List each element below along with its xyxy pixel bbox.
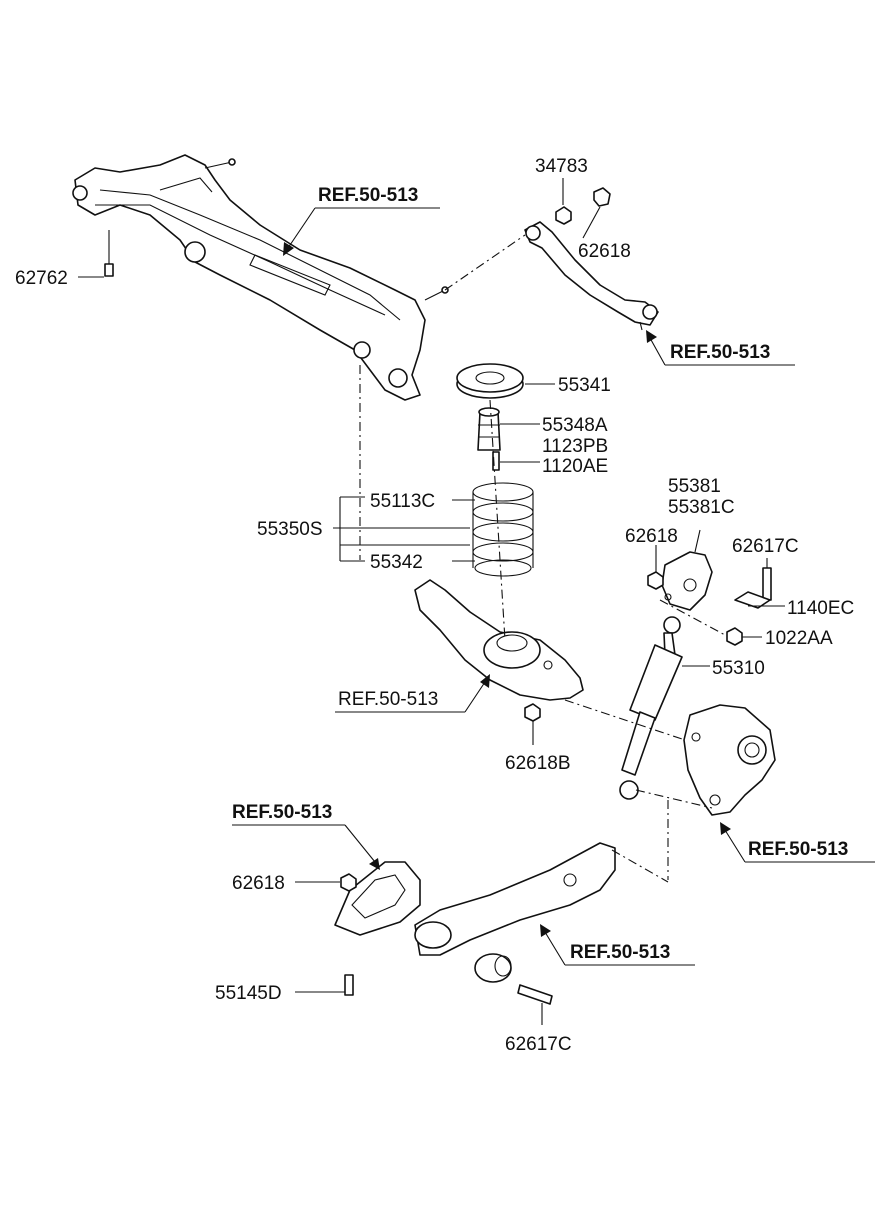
nut-62618-top — [593, 187, 611, 207]
coil-spring-55113C — [472, 482, 534, 577]
label-62617C-top: 62617C — [732, 536, 799, 557]
upper-control-arm — [524, 221, 659, 331]
nut-34783 — [555, 206, 572, 225]
bolt-62617C-top — [762, 567, 772, 601]
bushing — [474, 953, 512, 983]
spring-seat-55341 — [456, 363, 524, 399]
assembly-lines — [359, 234, 726, 883]
label-55113C: 55113C — [370, 491, 435, 512]
rear-knuckle — [683, 704, 776, 816]
ref-bracket: REF.50-513 — [232, 802, 332, 823]
label-62618-top: 62618 — [578, 241, 631, 262]
ref-arrows — [232, 207, 875, 966]
label-55381: 55381 — [668, 476, 721, 497]
nut-62618B — [524, 703, 541, 722]
label-55350S: 55350S — [257, 519, 323, 540]
label-1022AA: 1022AA — [765, 628, 833, 649]
bolt-62762 — [104, 230, 114, 277]
label-62617C-low: 62617C — [505, 1034, 572, 1055]
label-55145D: 55145D — [215, 983, 282, 1004]
label-34783: 34783 — [535, 156, 588, 177]
nut-62618-mid — [647, 571, 664, 590]
leader-lines — [78, 178, 785, 1025]
trailing-arm — [414, 842, 616, 956]
bolt-1140EC — [734, 591, 771, 609]
label-55381C: 55381C — [668, 497, 735, 518]
nut-62618-low — [340, 873, 357, 892]
ref-lower-arm: REF.50-513 — [338, 689, 438, 710]
rear-crossmember — [72, 154, 449, 401]
shock-absorber-55310 — [619, 616, 683, 800]
label-62618B: 62618B — [505, 753, 571, 774]
lower-control-arm — [414, 579, 584, 701]
ref-upper-arm: REF.50-513 — [670, 342, 770, 363]
label-55348A: 55348A — [542, 415, 608, 436]
ref-crossmember: REF.50-513 — [318, 185, 418, 206]
nut-1022AA — [726, 627, 743, 646]
label-1140EC: 1140EC — [787, 598, 854, 619]
ref-knuckle: REF.50-513 — [748, 839, 848, 860]
label-55310: 55310 — [712, 658, 765, 679]
label-1120AE: 1120AE — [542, 456, 608, 477]
bump-stopper-55348A — [477, 407, 501, 451]
label-1123PB: 1123PB — [542, 436, 608, 457]
label-62618-low: 62618 — [232, 873, 285, 894]
label-55342: 55342 — [370, 552, 423, 573]
label-55341: 55341 — [558, 375, 611, 396]
ref-trailing-arm: REF.50-513 — [570, 942, 670, 963]
label-62618-mid: 62618 — [625, 526, 678, 547]
bolt-55145D — [344, 974, 354, 996]
label-62762: 62762 — [15, 268, 68, 289]
part-labels: 62762 34783 62618 55341 55348A 1123PB 11… — [15, 156, 854, 1055]
bracket-55381 — [661, 551, 713, 611]
bracket-55145D — [334, 861, 421, 936]
bolt-62617C-low — [517, 984, 553, 1005]
